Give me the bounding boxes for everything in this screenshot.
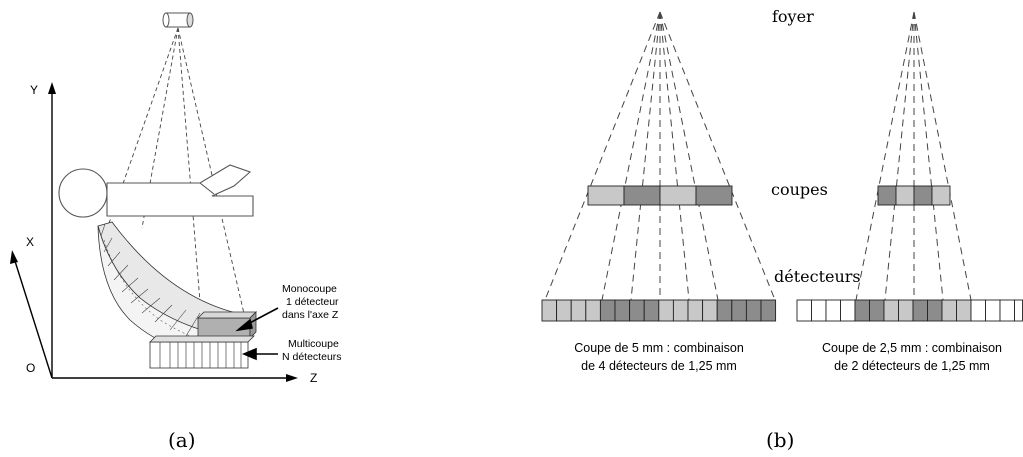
detector-segments (100, 223, 229, 345)
detector-cell (854, 299, 870, 322)
slice-cell (895, 185, 915, 206)
detector-cell (643, 299, 660, 322)
detector-cell (825, 299, 841, 322)
slice-cell (695, 185, 733, 206)
detector-cell (570, 299, 587, 322)
detector-cell (941, 299, 957, 322)
right-detector-row (796, 299, 1023, 322)
detector-cell (927, 299, 943, 322)
detector-cell (912, 299, 928, 322)
caption-a: (a) (168, 428, 196, 452)
detector-cell (658, 299, 674, 322)
detector-cell (541, 299, 558, 322)
annotation-arrows (235, 307, 279, 361)
detector-cell (898, 299, 914, 322)
mono-label-line2: 1 détecteur (286, 296, 339, 308)
slice-cell (931, 185, 951, 206)
detector-cell (869, 299, 885, 322)
detector-cell (599, 299, 616, 322)
z-axis-arrow (286, 374, 298, 382)
slice-cell (913, 185, 933, 206)
left-caption-line2: de 4 détecteurs de 1,25 mm (581, 359, 737, 373)
left-caption-line1: Coupe de 5 mm : combinaison (574, 341, 744, 355)
y-axis-arrow (48, 82, 56, 94)
multi-label-line1: Multicoupe (288, 338, 339, 350)
detector-cell (883, 299, 899, 322)
panel-a: Y X Z O (10, 12, 342, 452)
slice-cell (659, 185, 697, 206)
left-slice-bar (587, 185, 733, 206)
detector-cell (970, 299, 986, 322)
multi-label-line2: N détecteurs (282, 351, 342, 363)
label-foyer: foyer (772, 7, 814, 26)
y-axis-label: Y (30, 83, 38, 97)
detector-cell (672, 299, 689, 322)
right-cone-lines (855, 11, 972, 301)
x-axis-label: X (26, 235, 34, 249)
detector-cell (1014, 299, 1023, 322)
detector-cell (956, 299, 972, 322)
xray-tube (162, 12, 194, 28)
detector-cell (985, 299, 1001, 322)
label-coupes: coupes (771, 180, 828, 199)
mono-label-line1: Monocoupe (282, 283, 337, 295)
x-axis (13, 257, 53, 379)
left-detector-row (541, 299, 777, 322)
origin-label: O (26, 361, 35, 375)
detector-cell (811, 299, 827, 322)
mono-label-line3: dans l'axe Z (282, 309, 339, 321)
axes (10, 82, 298, 382)
x-axis-arrow (10, 250, 18, 264)
right-caption-line1: Coupe de 2,5 mm : combinaison (822, 341, 1002, 355)
detector-cell (760, 299, 777, 322)
panel-b: foyer coupes détecteurs Coupe de 5 mm : … (541, 7, 1023, 452)
detector-cell (716, 299, 733, 322)
detector-cell (999, 299, 1015, 322)
detector-cell (614, 299, 631, 322)
z-axis-label: Z (310, 371, 317, 385)
detector-cell (702, 299, 718, 322)
detector-cell (687, 299, 704, 322)
left-cone-lines (544, 11, 776, 301)
detector-cell (585, 299, 601, 322)
multi-detector-cells (159, 342, 242, 368)
detector-cell (840, 299, 856, 322)
detector-cell (731, 299, 747, 322)
detector-cell (745, 299, 762, 322)
patient-figure (58, 164, 254, 218)
right-slice-bar (877, 185, 951, 206)
slice-cell (587, 185, 625, 206)
label-detecteurs: détecteurs (774, 267, 861, 286)
detector-cell (629, 299, 645, 322)
right-caption-line2: de 2 détecteurs de 1,25 mm (834, 359, 990, 373)
detector-cell (796, 299, 812, 322)
detector-cell (556, 299, 572, 322)
caption-b: (b) (766, 428, 794, 452)
slice-cell (623, 185, 661, 206)
slice-cell (877, 185, 897, 206)
detector-array (97, 221, 257, 369)
